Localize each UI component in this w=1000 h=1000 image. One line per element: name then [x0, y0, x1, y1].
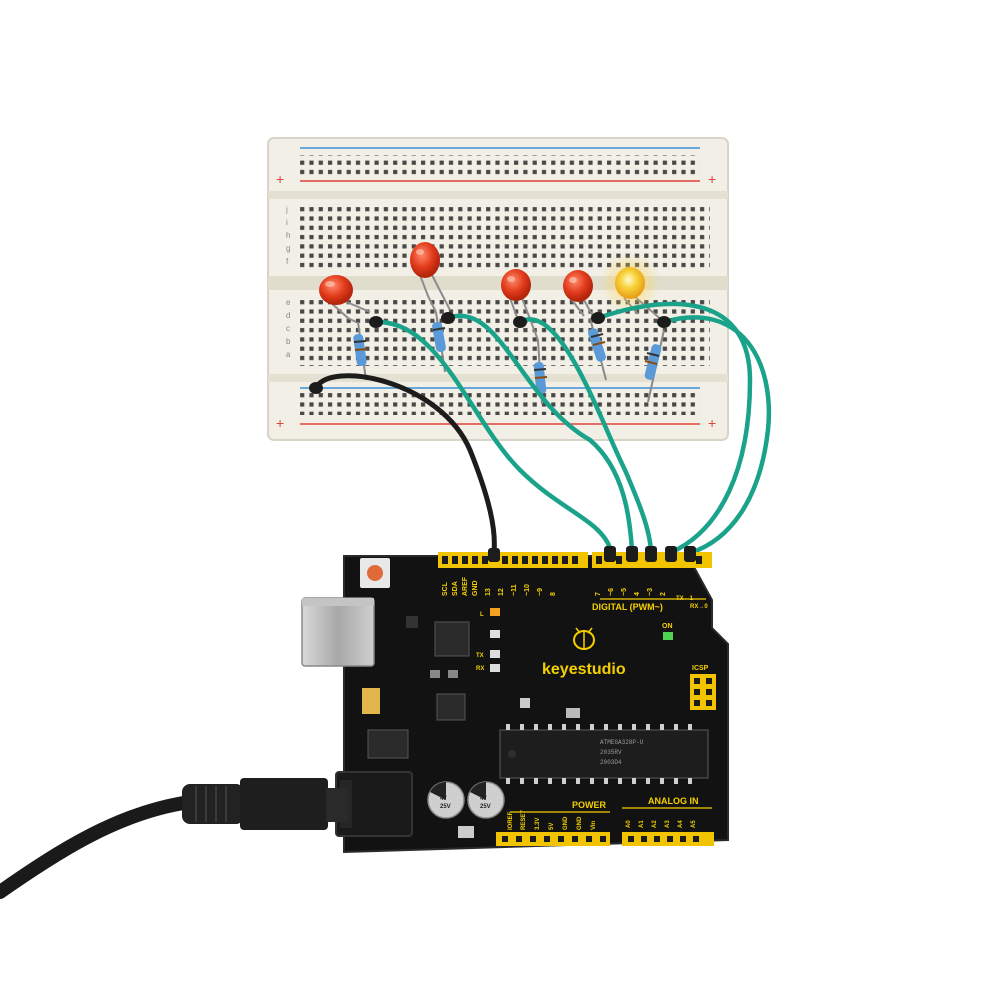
row-letter: a	[286, 350, 291, 359]
row-letter: f	[286, 257, 289, 266]
power-header	[496, 832, 610, 846]
pin-label: ~6	[608, 588, 615, 596]
pin-label: A1	[639, 820, 645, 828]
pin-label: ~3	[647, 588, 654, 596]
pin-label: 4	[634, 592, 641, 596]
green-wire	[445, 313, 635, 553]
rail-plus-bottom-right: +	[708, 415, 716, 431]
rail-plus-bottom-left: +	[276, 415, 284, 431]
row-letter: b	[286, 337, 291, 346]
leds	[319, 242, 660, 313]
pin-label: A3	[665, 820, 671, 828]
resistor	[588, 317, 607, 381]
icsp-label: ICSP	[692, 665, 709, 672]
pin-label: A5	[691, 820, 697, 828]
pin-label: ~5	[621, 588, 628, 596]
digital-header-label: DIGITAL (PWM~)	[592, 602, 663, 612]
capacitor-label: 25V	[480, 804, 491, 810]
usb-port	[301, 597, 375, 667]
voltage-regulator	[367, 729, 409, 759]
chip-code: 2035RV	[600, 749, 622, 756]
red-led	[501, 269, 531, 301]
power-header-label: POWER	[572, 800, 607, 810]
icsp-header	[690, 674, 716, 710]
power-cable	[0, 778, 348, 899]
pin-label: 12	[498, 588, 505, 596]
pin-label: RESET	[521, 810, 527, 830]
row-letter: d	[286, 311, 290, 320]
pin-label: IOREF	[508, 811, 514, 830]
arduino-board: SCL SDA AREF GND 13 12 ~11 ~10 ~9 8 7 ~6…	[301, 546, 729, 854]
pin-label: 13	[485, 588, 492, 596]
green-wire	[517, 317, 654, 555]
header-pins-top	[442, 556, 702, 564]
rail-plus-top-right: +	[708, 171, 716, 187]
row-letter: e	[286, 298, 291, 307]
crystal	[362, 688, 380, 714]
yellow-led-lit	[600, 253, 660, 313]
pin-label: 5V	[549, 823, 555, 830]
capacitor-label: 47	[480, 796, 487, 802]
pin-label: A4	[678, 820, 684, 828]
pin-label: AREF	[462, 576, 469, 596]
pin-label: ~11	[511, 584, 518, 596]
pin-label: GND	[472, 580, 479, 596]
on-label: ON	[662, 623, 673, 630]
rail-plus-top-left: +	[276, 171, 284, 187]
pin-label: 3.3V	[535, 818, 541, 830]
black-gnd-wire	[313, 373, 497, 555]
green-wire	[661, 315, 772, 556]
capacitor: 47 25V	[467, 781, 505, 819]
row-letter: h	[286, 231, 290, 240]
resistor	[644, 329, 665, 403]
red-led	[319, 275, 353, 305]
pin-label: 2	[660, 592, 667, 596]
analog-header-label: ANALOG IN	[648, 796, 699, 806]
on-led	[663, 632, 673, 640]
pin-label: 8	[550, 592, 557, 596]
rx-pin-label: RX→0	[690, 604, 708, 610]
power-pin-labels: IOREF RESET 3.3V 5V GND GND Vin	[508, 810, 597, 830]
jumper-wires	[309, 301, 772, 556]
pin-label: Vin	[591, 820, 597, 830]
chip-model: ATMEGA328P-U	[600, 739, 644, 746]
analog-pin-labels: A0 A1 A2 A3 A4 A5	[626, 820, 697, 828]
pin-label: 7	[595, 592, 602, 596]
pin-label: ~10	[524, 584, 531, 596]
l-led	[490, 608, 500, 616]
row-letters-lower: e d c b a	[286, 298, 291, 359]
pin-label: SDA	[452, 581, 459, 596]
l-led-label: L	[480, 612, 484, 618]
atmega-chip: ATMEGA328P-U 2035RV 2003D4	[499, 724, 709, 784]
top-pin-labels: SCL SDA AREF GND 13 12 ~11 ~10 ~9 8 7 ~6…	[442, 576, 667, 596]
pin-label: A0	[626, 820, 632, 828]
row-letter: g	[286, 244, 290, 253]
green-wire	[373, 319, 613, 551]
tx-led-label: TX	[476, 653, 484, 659]
red-led	[410, 242, 440, 278]
brand-logo: keyestudio	[542, 661, 626, 678]
green-wire	[595, 301, 753, 555]
row-letter: c	[286, 324, 290, 333]
wire-header-tips	[488, 546, 696, 562]
capacitor-label: 47	[440, 796, 447, 802]
chip-batch: 2003D4	[600, 759, 622, 766]
pin-label: SCL	[442, 581, 449, 596]
pin-label: GND	[563, 816, 569, 830]
resistor	[353, 321, 368, 381]
row-letter: j	[285, 205, 288, 214]
row-letter: i	[286, 218, 288, 227]
rx-led-label: RX	[476, 666, 484, 672]
capacitor: 47 25V	[427, 781, 465, 819]
pin-label: ~9	[537, 588, 544, 596]
pin-label: A2	[652, 820, 658, 828]
pin-label: GND	[577, 816, 583, 830]
row-letters-upper: j i h g f	[285, 205, 290, 266]
capacitor-label: 25V	[440, 804, 451, 810]
red-led	[563, 270, 593, 302]
keyestudio-logo-icon	[573, 627, 595, 650]
